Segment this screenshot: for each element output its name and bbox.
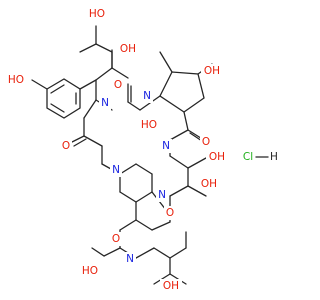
right-amide-oxygen-label: O bbox=[202, 136, 210, 148]
structure-canvas: HO HO OH N OH O HO N O N OH OH bbox=[5, 7, 278, 293]
lower-bond-15 bbox=[135, 247, 155, 259]
lower-nitrogen-label: N bbox=[126, 253, 134, 265]
hcl-chlorine-label: Cl bbox=[243, 151, 253, 163]
lower-bond-4 bbox=[135, 191, 153, 203]
ring-to-amide-bond bbox=[183, 111, 189, 131]
phenol-hydroxyl-label: HO bbox=[8, 74, 24, 86]
phenol-ring-inner bbox=[50, 84, 77, 113]
chain-bond-1 bbox=[95, 67, 113, 81]
left-amide-nitrogen-label: N bbox=[101, 97, 109, 109]
pyrrolidine-ring bbox=[159, 71, 205, 113]
phenol-ring bbox=[46, 78, 81, 119]
lower-left-oxygen-label: O bbox=[112, 233, 120, 245]
right-chain-bond-6 bbox=[169, 185, 189, 197]
ring-to-chain-bond bbox=[79, 79, 97, 90]
left-chain-bond-3 bbox=[83, 135, 103, 147]
right-chain-bond-5 bbox=[187, 185, 207, 197]
acyl-oxygen-label: O bbox=[114, 79, 122, 91]
top-chain-bond-3 bbox=[79, 43, 97, 53]
right-amide-nitrogen-label: N bbox=[162, 140, 170, 152]
top-hydroxyl-label: HO bbox=[89, 8, 105, 20]
hcl-hydrogen-label: H bbox=[270, 151, 278, 163]
pyrrolidine-nitrogen-label: N bbox=[143, 90, 151, 102]
bottom-hydroxyl-label: OH bbox=[163, 280, 179, 292]
lower-bond-12 bbox=[119, 219, 137, 231]
molecule-diagram: HO HO OH N OH O HO N O N OH OH bbox=[5, 7, 278, 293]
chain-hydroxyl-label: OH bbox=[120, 43, 136, 55]
right-chain-bond-3 bbox=[187, 157, 207, 169]
lower-bond-16 bbox=[153, 247, 171, 259]
right-chain-bond-2 bbox=[169, 155, 189, 169]
lower-carbonyl-oxygen-label: O bbox=[166, 207, 174, 219]
lower-bond-22 bbox=[103, 247, 121, 257]
methyl-bond bbox=[159, 51, 173, 73]
right-hydroxyl-1-label: OH bbox=[209, 151, 225, 163]
left-chain-bond-1 bbox=[83, 99, 97, 119]
lower-bond-23 bbox=[91, 247, 105, 257]
right-hydroxyl-2-label: OH bbox=[201, 178, 217, 190]
lower-bond-8 bbox=[135, 219, 153, 231]
n-acyl-bond bbox=[127, 101, 141, 111]
lower-bond-17 bbox=[169, 247, 187, 259]
right-amide-bond-2 bbox=[169, 129, 189, 141]
lower-left-nitrogen-label: N bbox=[112, 164, 120, 176]
left-carbonyl-oxygen-label: O bbox=[62, 140, 70, 152]
atom-layer: HO HO OH N OH O HO N O N OH OH bbox=[5, 7, 278, 293]
left-co-double bbox=[73, 138, 87, 147]
lower-bond-5 bbox=[119, 191, 137, 203]
top-chain-bond-2 bbox=[95, 43, 113, 53]
lower-hydroxyl-label: HO bbox=[82, 265, 98, 277]
lower-bond-1 bbox=[119, 163, 137, 175]
ring-hydroxyl-label: OH bbox=[204, 65, 220, 77]
left-co-bond bbox=[71, 135, 85, 143]
lower-bond-9 bbox=[151, 221, 171, 231]
phenol-oh-bond bbox=[31, 79, 48, 90]
n-hydroxyl-label: HO bbox=[141, 119, 157, 131]
lower-mid-nitrogen-label: N bbox=[158, 189, 166, 201]
lower-bond-2 bbox=[135, 163, 153, 175]
chain-bond-3 bbox=[111, 67, 129, 79]
